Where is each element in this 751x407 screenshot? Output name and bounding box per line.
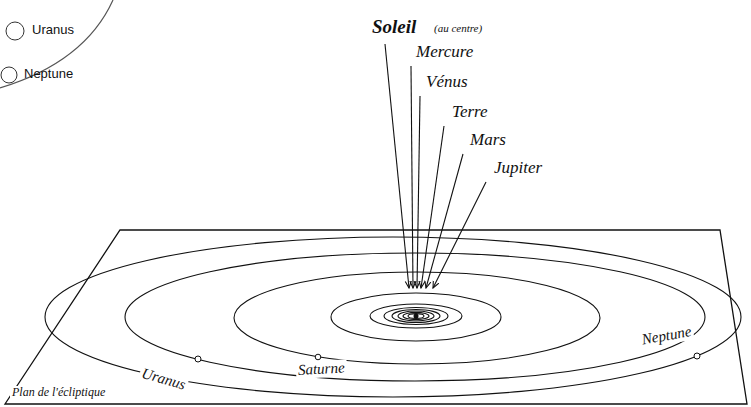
planet-dot [315,354,321,360]
legend-circle [6,22,24,40]
note-label: (au centre) [432,22,484,35]
orbit [331,293,501,341]
planet-dot [694,353,700,359]
orbit [384,308,448,325]
planet-label: Jupiter [492,158,544,178]
plane-label: Plan de l'écliptique [10,386,107,400]
leader-arrow [426,154,463,288]
orbit [408,314,424,319]
planet-label: Terre [450,102,490,122]
planet-label: Soleil [370,16,418,38]
legend-circle [1,67,17,83]
sun-dot [414,314,419,319]
leader-arrow [411,66,413,288]
orbit [392,310,440,323]
planet-dot [195,356,201,362]
legend-text: Neptune [24,67,73,82]
orbit [45,237,741,397]
planet-label: Vénus [424,72,470,92]
ecliptic-plane [5,230,747,404]
orbit [125,253,705,381]
planet-label: Saturne [296,359,348,379]
leader-arrow [385,44,409,288]
leader-arrow [433,182,486,288]
legend-text: Uranus [32,23,74,38]
panel-arc [0,0,113,88]
planet-label: Neptune [639,323,695,349]
planet-label: Mars [468,130,508,150]
orbit [403,312,429,319]
leader-arrow [417,96,420,288]
orbit [370,304,462,328]
planet-label: Uranus [138,364,190,394]
planet-label: Mercure [414,42,475,62]
orbit [398,311,434,321]
